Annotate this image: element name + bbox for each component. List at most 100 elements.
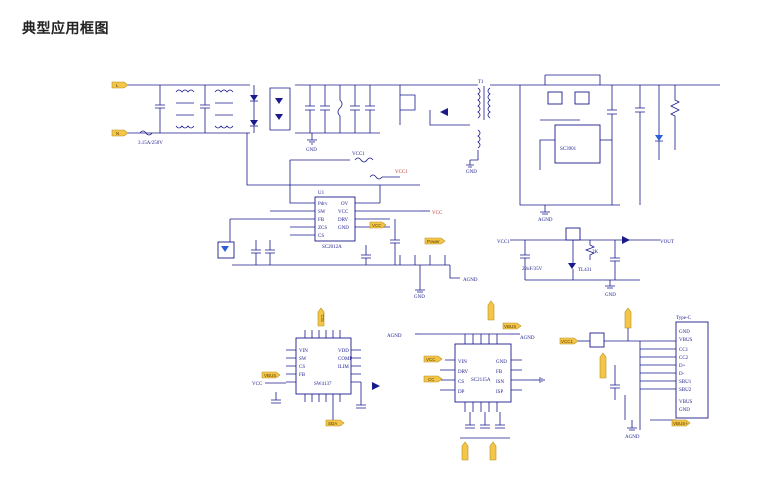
net-tag-side bbox=[599, 352, 607, 379]
typec-pin-5: D+ bbox=[679, 364, 686, 369]
net-tag-power: Power bbox=[424, 237, 446, 245]
u3-pin-8: COMP bbox=[338, 357, 352, 362]
shunt-regulator-section: VCC1 VOUT 22uF/35V TL431 2K GND bbox=[497, 227, 674, 298]
net-tag-power-text: Power bbox=[427, 239, 440, 244]
vcc1-label-reg: VCC1 bbox=[497, 240, 510, 245]
u3-pin-4: FB bbox=[299, 373, 306, 378]
net-tag-vbus-u4-text: VBUS bbox=[504, 324, 516, 329]
bulk-capacitors bbox=[295, 84, 380, 134]
net-tag-n-text: N bbox=[116, 131, 119, 136]
typec-pin-1: GND bbox=[679, 330, 690, 335]
flyback-transformer: T1 GND bbox=[380, 80, 720, 175]
net-tag-vcc1-left: VCC1 bbox=[559, 337, 579, 345]
net-tag-vbus-text: VBUS bbox=[264, 373, 276, 378]
net-tag-cc-left: CC bbox=[423, 375, 443, 383]
page-title: 典型应用框图 bbox=[22, 21, 109, 37]
pass-transistor bbox=[565, 227, 581, 241]
vcc1-label-top: VCC1 bbox=[352, 152, 365, 157]
ac-input-section: L N 3.15A/250V bbox=[111, 81, 420, 186]
u1-pin-7: VCC bbox=[338, 210, 349, 215]
typec-pin-7: SBU1 bbox=[679, 380, 692, 385]
transformer-label: T1 bbox=[478, 80, 484, 85]
net-tag-scl-text: SCL bbox=[320, 313, 325, 322]
net-tag-vcc-text: VCC bbox=[372, 223, 382, 228]
charger-ic-u3: SW4137 VIN SW CS FB VDD COMP ILIM SCL VB… bbox=[252, 307, 380, 427]
tl431-label: TL431 bbox=[578, 268, 592, 273]
net-tag-vcc1-left-text: VCC1 bbox=[561, 339, 574, 344]
typec-pin-10: GND bbox=[679, 408, 690, 413]
u3-chip bbox=[295, 337, 352, 395]
u1-pin-4: ZCS bbox=[318, 226, 327, 231]
u3-part-label: SW4137 bbox=[314, 382, 332, 387]
u1-pin-5: CS bbox=[318, 234, 324, 239]
u3-pin-9: ILIM bbox=[338, 365, 349, 370]
net-tag-n: N bbox=[111, 129, 129, 137]
u1-part-label: SC2012A bbox=[322, 245, 342, 250]
gnd-label-aux: GND bbox=[466, 170, 477, 175]
net-tag-l-text: L bbox=[116, 83, 119, 88]
u1-pin-1: Pdrv bbox=[318, 202, 328, 207]
fuse-label: 3.15A/250V bbox=[138, 141, 163, 146]
u1-label: U1 bbox=[318, 191, 325, 196]
net-tag-bottom-2 bbox=[489, 441, 497, 461]
u4-pin-dp: DP bbox=[458, 390, 465, 395]
u4-pin-fb: FB bbox=[496, 370, 503, 375]
vcc1-label-red: VCC1 bbox=[395, 170, 408, 175]
rc-snubber bbox=[269, 87, 291, 131]
u4-pin-isp: ISP bbox=[496, 390, 503, 395]
u1-pin-8: DRV bbox=[338, 218, 349, 223]
u1-chip bbox=[314, 196, 356, 242]
agnd-label-5: AGND bbox=[625, 435, 640, 440]
u4-pin-isn: ISN bbox=[496, 380, 504, 385]
net-tag-vbus-out: VBUS+ bbox=[671, 419, 691, 427]
agnd-label-4: AGND bbox=[520, 336, 535, 341]
agnd-label-3: AGND bbox=[387, 334, 402, 339]
net-tag-scl: SCL bbox=[317, 307, 325, 327]
net-tag-bottom-1 bbox=[461, 441, 469, 461]
sr-controller-u2 bbox=[554, 124, 601, 164]
typec-pin-3: CC1 bbox=[679, 348, 689, 353]
u2-part-label: SC3901 bbox=[560, 147, 577, 152]
vcc-label-red: VCC bbox=[432, 211, 443, 216]
u4-pin-vin: VIN bbox=[458, 360, 467, 365]
typec-pin-9: VBUS bbox=[679, 400, 693, 405]
typec-pin-8: SBU2 bbox=[679, 388, 692, 393]
typec-connector-section: VCC1 Type-C GND VBUS CC1 CC2 D+ D- SBU1 … bbox=[559, 307, 709, 440]
net-tag-vbus: VBUS bbox=[261, 371, 281, 379]
net-tag-vbus-u4: VBUS bbox=[502, 322, 522, 330]
net-tag-cc-left-text: CC bbox=[428, 377, 435, 382]
gnd-label-u1: GND bbox=[414, 295, 425, 300]
typec-pin-6: D- bbox=[679, 372, 685, 377]
u1-pin-9: GND bbox=[338, 226, 349, 231]
net-tag-vbus-out-text: VBUS+ bbox=[673, 421, 688, 426]
net-tag-vcc: VCC bbox=[369, 221, 387, 229]
u1-pin-3: FB bbox=[318, 218, 325, 223]
u3-pin-1: VIN bbox=[299, 349, 308, 354]
load-switch-q bbox=[589, 332, 605, 348]
u3-pin-3: CS bbox=[299, 365, 305, 370]
agnd-label-2: AGND bbox=[463, 278, 478, 283]
u1-pin-6: OV bbox=[341, 202, 349, 207]
net-tag-vcc-u4: VCC bbox=[423, 355, 443, 363]
gnd-label-1: GND bbox=[306, 148, 317, 153]
vout-label: VOUT bbox=[660, 240, 674, 245]
u4-pin-cs: CS bbox=[458, 380, 464, 385]
u4-chip bbox=[454, 343, 512, 403]
typec-label: Type-C bbox=[676, 316, 692, 321]
u4-part-label: SC2115A bbox=[471, 378, 491, 383]
pd-controller-u4: SC2115A VIN DRV CS DP GND FB ISN ISP AGN… bbox=[387, 300, 545, 461]
net-tag-sda: SDA bbox=[325, 419, 345, 427]
agnd-label-1: AGND bbox=[538, 218, 553, 223]
cap-22uf-label: 22uF/35V bbox=[522, 267, 543, 272]
sync-rectifier: SC3901 AGND bbox=[519, 74, 680, 223]
pwm-controller-u1: U1 Pdrv SW FB ZCS CS OV VCC DRV GND SC20… bbox=[217, 160, 478, 300]
r-2k-label: 2K bbox=[592, 250, 599, 255]
typec-pin-2: VBUS bbox=[679, 338, 693, 343]
net-tag-cc-u4 bbox=[487, 300, 495, 321]
net-tag-vcc-u4-text: VCC bbox=[426, 357, 436, 362]
net-tag-sda-text: SDA bbox=[328, 421, 337, 426]
bridge-rectifier bbox=[250, 85, 258, 133]
net-tag-power-q bbox=[624, 307, 632, 329]
gnd-label-reg: GND bbox=[605, 293, 616, 298]
